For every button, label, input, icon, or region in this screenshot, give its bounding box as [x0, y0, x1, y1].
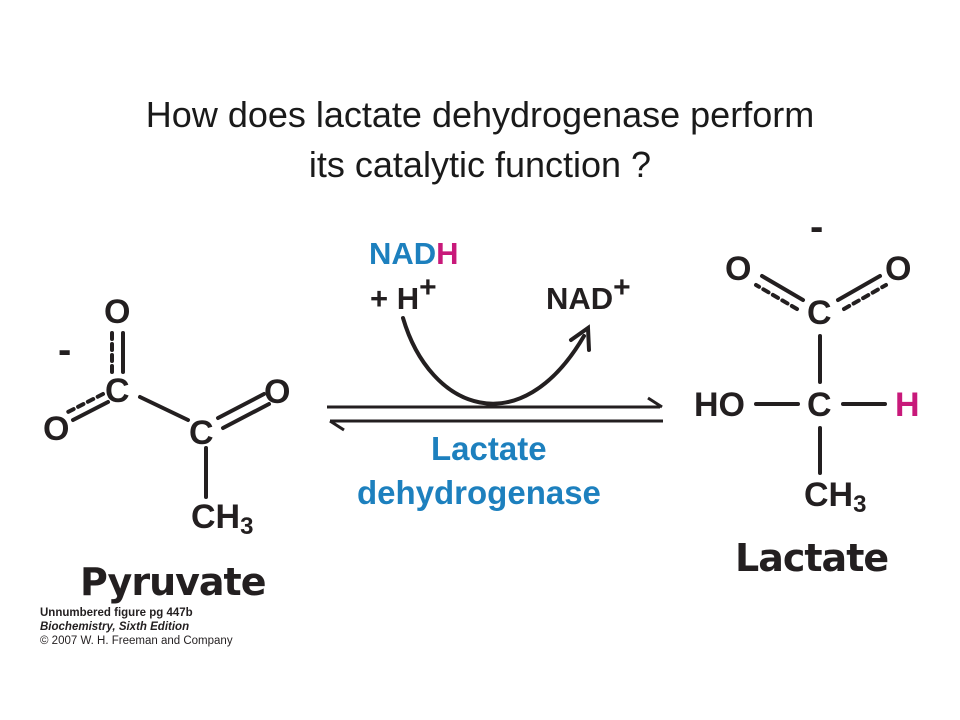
pyruvate-o-keto: O [264, 373, 291, 411]
lactate-c-center: C [807, 386, 832, 424]
pyruvate-bonds [66, 331, 271, 499]
pyruvate-charge: - [58, 328, 72, 372]
bond-c-o-left-dashed [66, 392, 105, 414]
bond-c-o-left-solid [71, 400, 110, 422]
pyruvate-name: Pyruvate [80, 560, 266, 604]
lactate-o-left: O [725, 250, 752, 288]
lactate-name: Lactate [735, 536, 889, 580]
credit-book-title: Biochemistry, Sixth Edition [40, 621, 190, 633]
slide-title-line-2: its catalytic function ? [308, 144, 652, 185]
bond-c-c [138, 395, 190, 422]
bond-c-o-right-solid [836, 274, 882, 302]
lactate-ch3: CH3 [804, 476, 867, 518]
bond-c-o-keto-b [221, 402, 271, 430]
equilibrium-arrows [327, 396, 663, 432]
bond-c-o-right-dashed [842, 283, 888, 311]
pyruvate-c-carboxyl: C [105, 372, 130, 410]
enzyme-label-line-2: dehydrogenase [357, 474, 601, 511]
lactate-ho: HO [694, 386, 745, 424]
lactate-bonds [754, 274, 888, 475]
plus-h-label: + H+ [370, 271, 437, 316]
lactate-charge: - [810, 205, 824, 249]
lactate-o-right: O [885, 250, 912, 288]
lactate-h: H [895, 386, 920, 424]
lactate-c-carboxyl: C [807, 294, 832, 332]
bond-c-o-left-dashed [754, 283, 799, 311]
slide-title-line-1: How does lactate dehydrogenase perform [145, 94, 815, 135]
enzyme-label-line-1: Lactate [431, 430, 547, 467]
credit-copyright: © 2007 W. H. Freeman and Company [40, 635, 233, 647]
reverse-arrow-head [329, 419, 345, 432]
bond-c-o-keto-a [216, 392, 266, 420]
forward-arrow-head [647, 396, 663, 409]
pyruvate-c-keto: C [189, 414, 214, 452]
pyruvate-o-left: O [43, 410, 70, 448]
cofactor-curved-arrow [401, 316, 591, 406]
credit-figure-number: Unnumbered figure pg 447b [40, 607, 193, 619]
bond-c-o-left-solid [760, 274, 805, 302]
nad-plus-label: NAD+ [546, 271, 631, 316]
pyruvate-ch3: CH3 [191, 498, 254, 540]
curved-arrow-head [569, 324, 591, 352]
pyruvate-o-top: O [104, 293, 131, 331]
nadh-label: NADH [369, 236, 459, 271]
